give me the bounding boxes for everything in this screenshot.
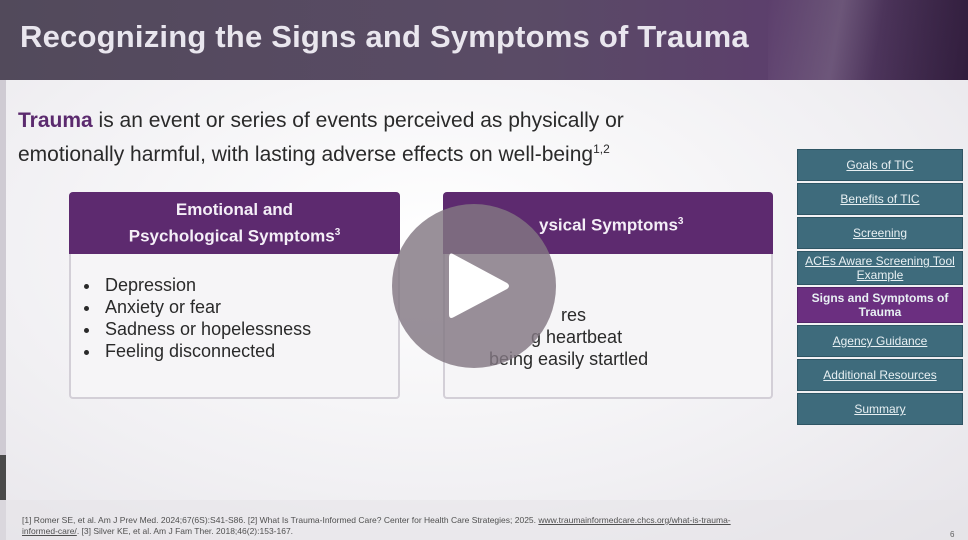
card-heading-line2: Psychological Symptoms (128, 226, 335, 246)
symptom-list: res g heartbeat being easily startled (455, 304, 648, 370)
list-item-text: res (561, 305, 587, 325)
card-heading-ref: 3 (334, 227, 341, 239)
references-line1: [1] Romer SE, et al. Am J Prev Med. 2024… (22, 515, 539, 525)
list-item: Depression (101, 274, 311, 296)
nav-agency-guidance[interactable]: Agency Guidance (797, 325, 963, 357)
title-bar: Recognizing the Signs and Symptoms of Tr… (0, 0, 968, 80)
list-item: Feeling disconnected (101, 340, 311, 362)
play-icon (449, 253, 509, 318)
nav-additional-resources[interactable]: Additional Resources (797, 359, 963, 391)
nav-benefits-of-tic[interactable]: Benefits of TIC (797, 183, 963, 215)
left-edge (0, 0, 6, 540)
card-heading: Emotional and Psychological Symptoms3 (69, 192, 400, 254)
list-item: g heartbeat (475, 326, 648, 348)
intro-ref: 1,2 (593, 142, 610, 156)
symptom-list: Depression Anxiety or fear Sadness or ho… (81, 274, 311, 362)
play-button[interactable] (392, 204, 556, 368)
intro-line1: is an event or series of events perceive… (92, 109, 624, 132)
references-line2: . [3] Silver KE, et al. Am J Fam Ther. 2… (76, 526, 294, 536)
intro-line2: emotionally harmful, with lasting advers… (18, 143, 594, 166)
nav-aces-aware-tool[interactable]: ACEs Aware Screening Tool Example (797, 251, 963, 285)
left-edge-handle (0, 455, 6, 500)
reference-link-cont[interactable]: informed-care/ (22, 526, 77, 536)
nav-screening[interactable]: Screening (797, 217, 963, 249)
intro-text: Trauma is an event or series of events p… (18, 107, 738, 169)
card-heading-ref: 3 (677, 215, 684, 227)
card-heading-line1: Emotional and (175, 200, 294, 220)
list-item: Sadness or hopelessness (101, 318, 311, 340)
reference-link[interactable]: www.traumainformedcare.chcs.org/what-is-… (538, 515, 731, 525)
nav-goals-of-tic[interactable]: Goals of TIC (797, 149, 963, 181)
nav-signs-and-symptoms[interactable]: Signs and Symptoms of Trauma (797, 287, 963, 323)
list-item: res (475, 304, 648, 326)
emotional-symptoms-card: Emotional and Psychological Symptoms3 De… (69, 192, 400, 399)
slide-title: Recognizing the Signs and Symptoms of Tr… (20, 19, 749, 54)
card-heading-text: ysical Symptoms (539, 215, 678, 235)
references: [1] Romer SE, et al. Am J Prev Med. 2024… (22, 515, 902, 537)
list-item: Anxiety or fear (101, 296, 311, 318)
nav-summary[interactable]: Summary (797, 393, 963, 425)
footer-area (0, 500, 968, 540)
list-item-text: g heartbeat (531, 327, 623, 347)
list-item-text: being easily startled (489, 349, 649, 369)
list-item: being easily startled (475, 348, 648, 370)
page-number: 6 (950, 530, 955, 539)
intro-keyword: Trauma (18, 109, 93, 132)
